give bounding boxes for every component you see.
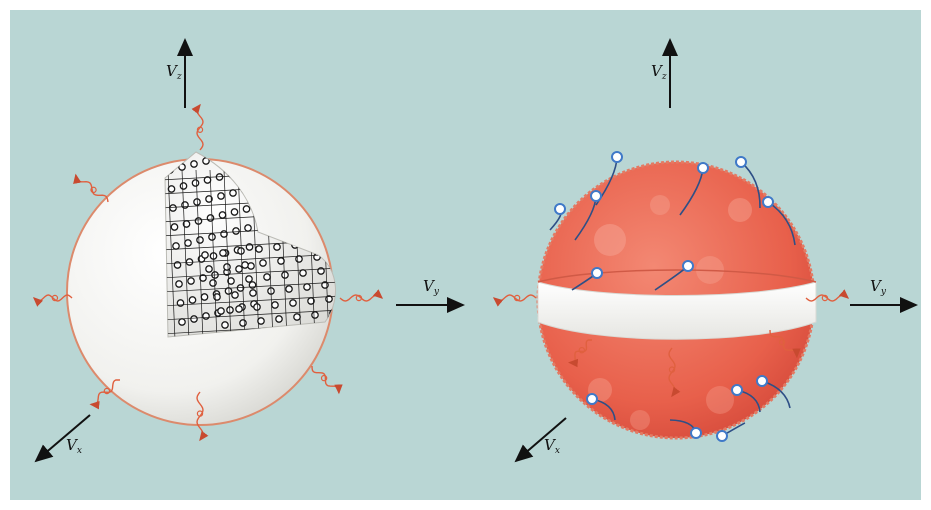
atom [254, 304, 260, 310]
atom [239, 149, 245, 155]
atom [243, 206, 249, 212]
atom [192, 180, 198, 186]
atom [209, 234, 215, 240]
atom [250, 290, 256, 296]
atom [286, 286, 292, 292]
atom [185, 240, 191, 246]
atom [300, 270, 306, 276]
atom [218, 308, 224, 314]
photon-arrow [494, 295, 536, 301]
atom [218, 193, 224, 199]
photon-arrow [76, 175, 108, 202]
atom [173, 243, 179, 249]
atom [258, 318, 264, 324]
atom [214, 294, 220, 300]
atom [246, 276, 252, 282]
atom [197, 237, 203, 243]
axis-z-label: Vz [651, 62, 667, 82]
atom [230, 190, 236, 196]
atom [202, 252, 208, 258]
atom [225, 288, 231, 294]
atom [171, 224, 177, 230]
atom [191, 161, 197, 167]
atom [236, 306, 242, 312]
atom [201, 294, 207, 300]
atom [210, 280, 216, 286]
atom [182, 202, 188, 208]
atom [231, 209, 237, 215]
atom [189, 297, 195, 303]
atom [207, 215, 213, 221]
photon-arrow [340, 295, 382, 301]
atom [274, 244, 280, 250]
atom [245, 225, 251, 231]
axis-x-label: Vx [544, 436, 560, 456]
atom [304, 284, 310, 290]
axis-y-label: Vy [423, 277, 440, 297]
atom [188, 278, 194, 284]
atom [206, 266, 212, 272]
atom [264, 274, 270, 280]
atom [222, 322, 228, 328]
atom [256, 246, 262, 252]
atom [219, 212, 225, 218]
atom [240, 320, 246, 326]
atom [290, 300, 296, 306]
left-figure: Vz Vy Vx [34, 40, 463, 461]
atom [227, 152, 233, 158]
atom [203, 313, 209, 319]
atom [278, 258, 284, 264]
atom [276, 316, 282, 322]
atom [242, 262, 248, 268]
atom [296, 256, 302, 262]
atom [220, 250, 226, 256]
axis-y-label: Vy [870, 277, 887, 297]
atom [233, 228, 239, 234]
atom [236, 266, 242, 272]
atom [294, 314, 300, 320]
atom [170, 205, 176, 211]
atom [260, 260, 266, 266]
atom [176, 281, 182, 287]
atom [312, 312, 318, 318]
atom [232, 292, 238, 298]
right-figure: Vz Vy Vx [494, 40, 916, 461]
atom [224, 264, 230, 270]
atom [272, 302, 278, 308]
atom [248, 263, 254, 269]
atom [179, 319, 185, 325]
atom [282, 272, 288, 278]
atom [168, 186, 174, 192]
axis-x-label: Vx [66, 436, 82, 456]
atom [191, 316, 197, 322]
photon-arrow [197, 105, 203, 150]
photon-arrow [312, 366, 339, 393]
atom [180, 183, 186, 189]
axis-z-label: Vz [166, 62, 182, 82]
